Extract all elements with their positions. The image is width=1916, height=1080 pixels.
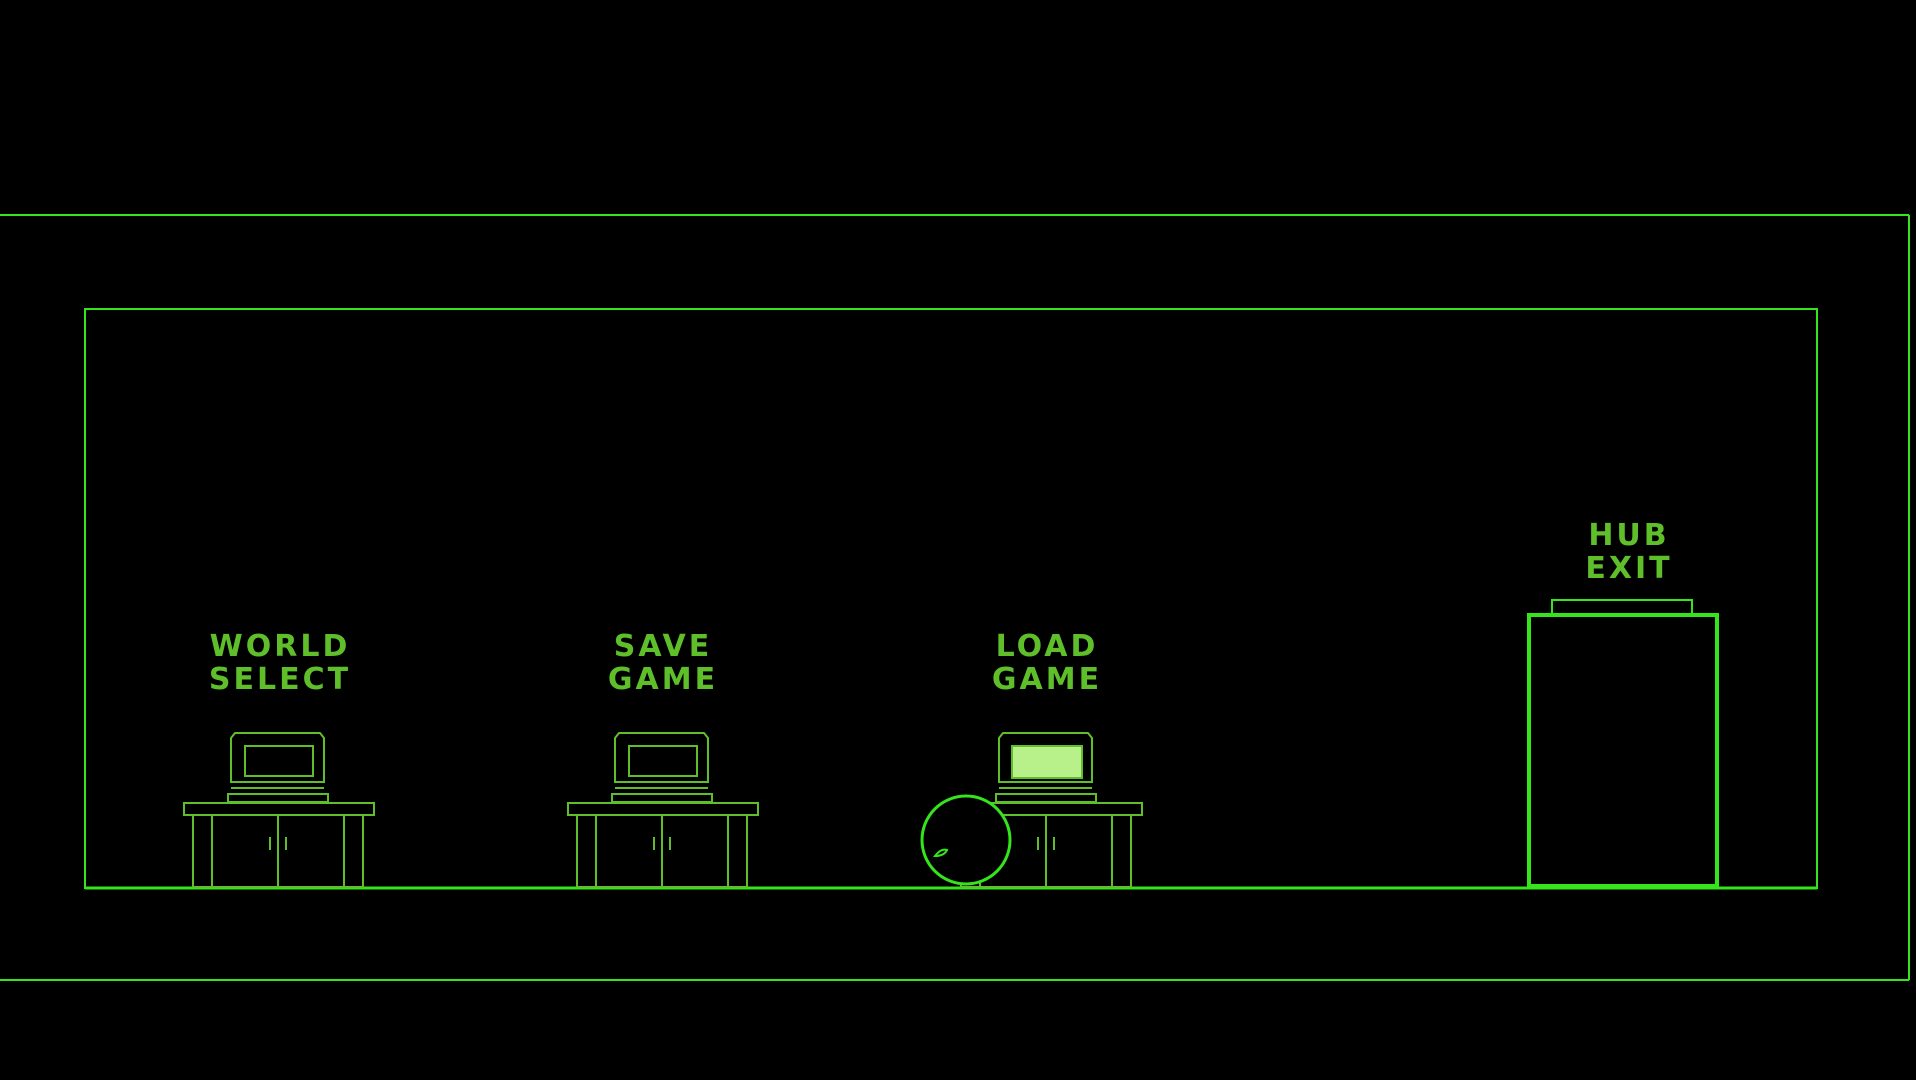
station-load-game[interactable]: LOAD GAME [951,629,1143,888]
door-icon [1527,599,1719,888]
desk-icon [183,802,375,888]
world-select-label-line2: SELECT [209,662,351,697]
computer-terminal-icon [611,732,713,803]
terminal-screen [628,745,698,777]
load-game-label-line1: LOAD [996,629,1099,664]
terminal-screen [244,745,314,777]
hub-exit-door[interactable]: HUB EXIT [1527,518,1719,888]
desk-icon [567,802,759,888]
ball-icon [920,794,1012,886]
hub-exit-label-line2: EXIT [1585,551,1672,586]
computer-terminal-icon [227,732,329,803]
hub-exit-label-line1: HUB [1588,518,1669,553]
load-game-label-line2: GAME [992,662,1102,697]
terminal-screen-lit [1011,745,1083,779]
world-select-label-line1: WORLD [210,629,351,664]
save-game-label-line1: SAVE [614,629,713,664]
computer-terminal-icon [995,732,1097,803]
ball-highlight [932,848,949,858]
save-game-label-line2: GAME [608,662,718,697]
station-world-select[interactable]: WORLD SELECT [183,629,375,888]
player-ball [920,794,1012,886]
outer-room-frame [0,214,1910,981]
station-save-game[interactable]: SAVE GAME [567,629,759,888]
